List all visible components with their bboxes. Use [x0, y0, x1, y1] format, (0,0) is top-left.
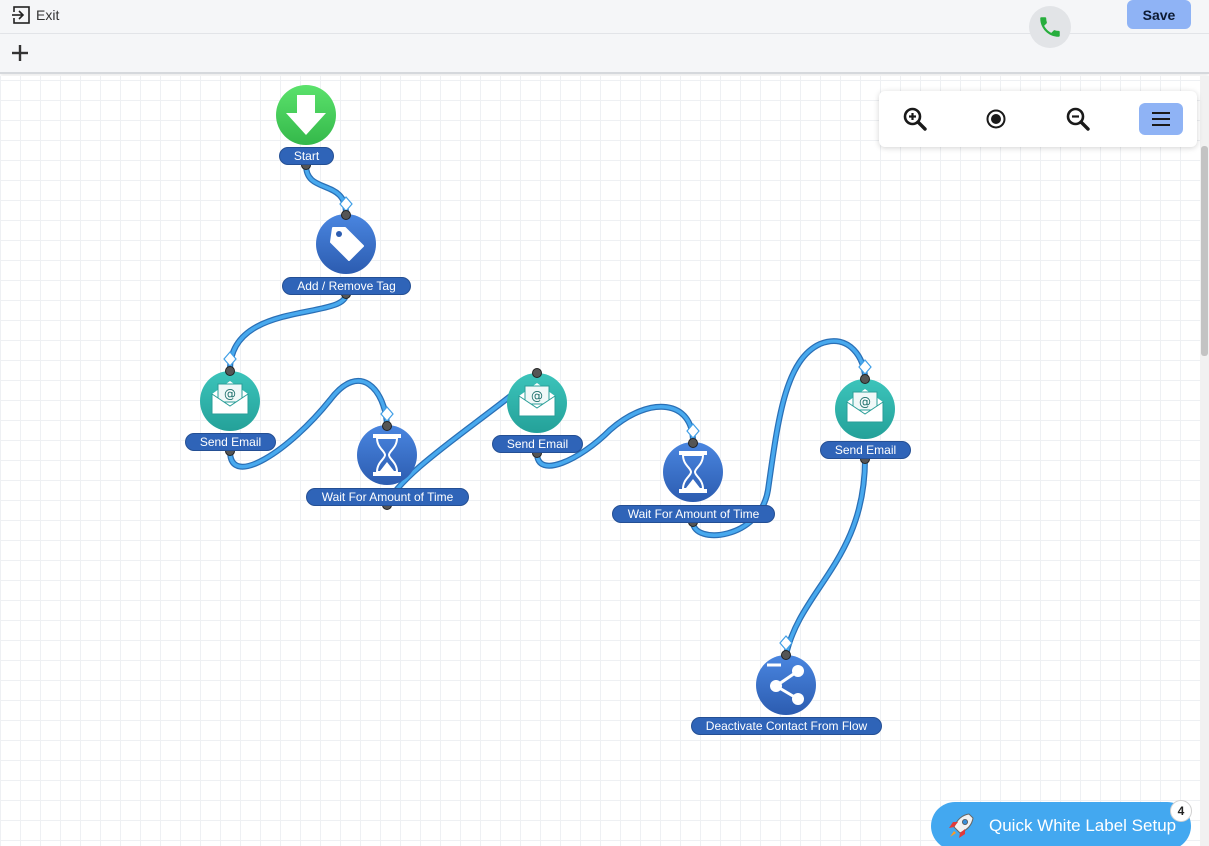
zoom-out-button[interactable]	[1062, 103, 1094, 135]
quick-white-label-setup-button[interactable]: Quick White Label Setup	[931, 802, 1191, 846]
deactivate-node[interactable]	[756, 655, 816, 715]
start-node-label[interactable]: Start	[279, 147, 334, 165]
send-email-2-label[interactable]: Send Email	[492, 435, 583, 453]
svg-text:@: @	[224, 387, 236, 401]
phone-button[interactable]	[1029, 6, 1071, 48]
hamburger-icon	[1152, 112, 1170, 126]
exit-icon	[12, 6, 30, 24]
send-email-3-label[interactable]: Send Email	[820, 441, 911, 459]
top-bar: Exit Save	[0, 0, 1209, 34]
tag-node[interactable]	[316, 214, 376, 274]
scrollbar-thumb[interactable]	[1201, 146, 1208, 356]
zoom-out-icon	[1066, 107, 1090, 131]
zoom-controls	[879, 91, 1197, 147]
rocket-icon	[949, 813, 974, 838]
tag-node-label[interactable]: Add / Remove Tag	[282, 277, 411, 295]
exit-label: Exit	[36, 7, 60, 23]
start-node[interactable]	[276, 85, 336, 145]
wait-node-1[interactable]	[357, 425, 417, 485]
share-icon	[767, 663, 804, 705]
email-icon: @	[846, 389, 884, 423]
hourglass-icon	[679, 451, 707, 493]
wait-1-label[interactable]: Wait For Amount of Time	[306, 488, 469, 506]
arrow-down-icon	[286, 95, 326, 135]
send-email-node-2[interactable]: @	[507, 373, 567, 433]
quick-white-label-setup-label: Quick White Label Setup	[989, 816, 1177, 835]
zoom-in-button[interactable]	[899, 103, 931, 135]
flow-canvas[interactable]	[0, 76, 1200, 846]
send-email-node-1[interactable]: @	[200, 371, 260, 431]
tag-icon	[330, 227, 364, 261]
vertical-scrollbar[interactable]	[1200, 76, 1209, 846]
svg-text:@: @	[859, 395, 871, 409]
send-email-node-3[interactable]: @	[835, 379, 895, 439]
zoom-in-icon	[903, 107, 927, 131]
wait-2-label[interactable]: Wait For Amount of Time	[612, 505, 775, 523]
builder-toolbar	[0, 34, 1209, 74]
email-icon: @	[211, 381, 249, 415]
svg-text:@: @	[531, 389, 543, 403]
exit-button[interactable]: Exit	[12, 4, 59, 26]
wait-node-2[interactable]	[663, 442, 723, 502]
menu-button[interactable]	[1139, 103, 1183, 135]
plus-icon[interactable]	[9, 42, 31, 64]
target-icon	[986, 109, 1006, 129]
email-icon: @	[518, 383, 556, 417]
save-button[interactable]: Save	[1127, 0, 1191, 29]
notification-badge: 4	[1170, 800, 1192, 822]
center-view-button[interactable]	[980, 103, 1012, 135]
hourglass-icon	[373, 434, 401, 476]
send-email-1-label[interactable]: Send Email	[185, 433, 276, 451]
deactivate-node-label[interactable]: Deactivate Contact From Flow	[691, 717, 882, 735]
phone-icon	[1040, 17, 1060, 37]
